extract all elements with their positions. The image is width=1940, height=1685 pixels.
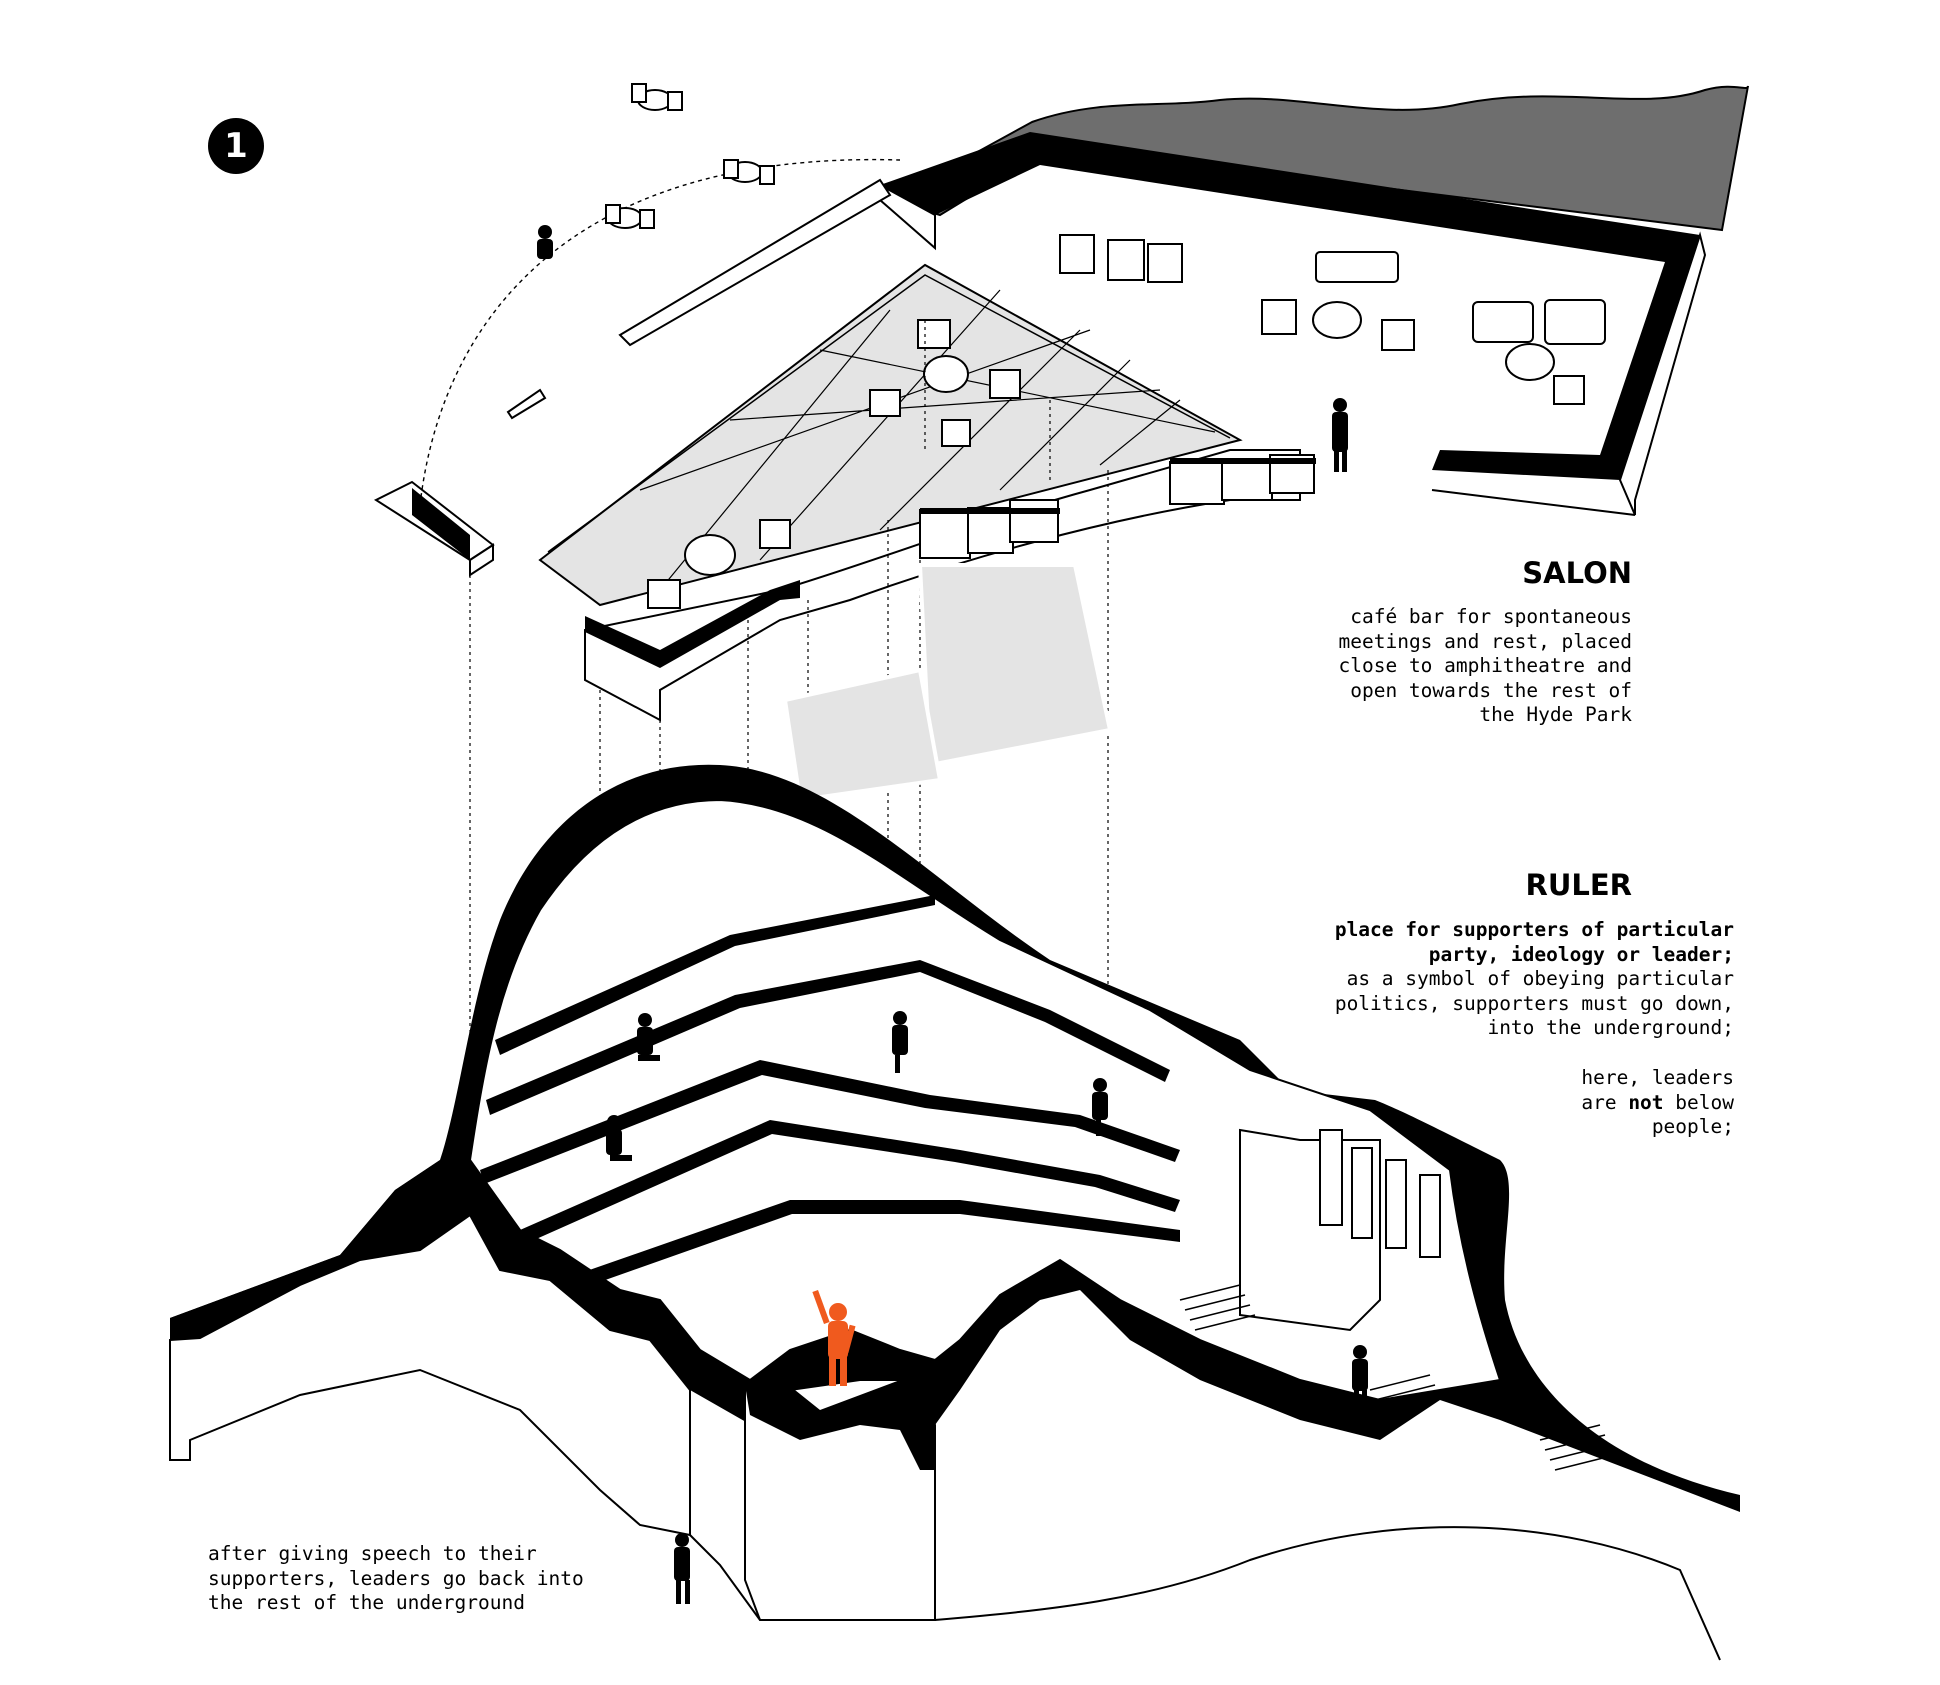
salon-title: SALON [1522, 556, 1632, 590]
armchair [759, 519, 791, 549]
armchair [1147, 243, 1183, 283]
person-seated [606, 1115, 632, 1161]
leaders-note: after giving speech to their supporters,… [208, 1542, 584, 1614]
lounge-table [923, 355, 969, 393]
ramp-lower [506, 388, 547, 420]
ramp-upper [618, 178, 892, 347]
lounge-table [1312, 301, 1362, 339]
leader-figure [812, 1289, 856, 1386]
person-seated [892, 1011, 908, 1073]
parapet-benches [919, 454, 1315, 559]
ruler-level [169, 764, 1740, 1661]
sofa [1315, 251, 1399, 283]
person-seated [1092, 1078, 1108, 1136]
ruler-description-body: as a symbol of obeying particular politi… [1334, 967, 1734, 1039]
ruler-title: RULER [1525, 868, 1633, 902]
ruler-description-emphasis: place for supporters of particular party… [1334, 918, 1734, 966]
cafe-chair [723, 159, 739, 179]
plinth-black [412, 488, 470, 560]
person-walking [1352, 1345, 1368, 1412]
armchair [1381, 319, 1415, 351]
armchair [1261, 299, 1297, 335]
ruler-note-end: below people; [1651, 1090, 1734, 1139]
ruler-note: here, leaders are not below people; [1581, 1066, 1734, 1140]
salon-wall-bottom [1431, 489, 1636, 516]
terrain-outline [689, 1526, 1721, 1661]
armchair [941, 419, 971, 447]
armchair [869, 389, 901, 417]
salon-level [373, 85, 1749, 722]
section-number-marker: 1 [208, 118, 264, 174]
section-cut-walls [169, 1128, 1381, 1621]
coffee-table [1107, 239, 1145, 281]
sofa [1544, 299, 1606, 345]
lounge-table [684, 534, 736, 576]
bench-black-top [920, 508, 1060, 514]
stairs [1179, 1284, 1616, 1471]
terrain-roof [887, 85, 1749, 232]
salon-outer-wall [880, 132, 1700, 480]
person-seated [537, 225, 553, 259]
lounge-table [1505, 343, 1555, 381]
cafe-chair [639, 209, 655, 229]
armchair [1059, 234, 1095, 274]
cafe-chair [667, 91, 683, 111]
person-seated [637, 1013, 660, 1061]
cafe-chair [605, 204, 621, 224]
section-slab-left [170, 1160, 470, 1340]
parapet-black-band [585, 580, 800, 668]
armchair [989, 369, 1021, 399]
ruler-description: place for supporters of particular party… [1335, 918, 1734, 1041]
bench-black-top-2 [1170, 458, 1316, 464]
cafe-chair [759, 165, 775, 185]
salon-description: café bar for spontaneous meetings and re… [1338, 605, 1633, 726]
ruler-note-start: here, leaders are [1581, 1066, 1734, 1114]
canopy-frame [547, 274, 1231, 553]
armchair [917, 319, 951, 349]
sofa [1472, 301, 1534, 343]
partition-doors [1319, 1129, 1441, 1258]
section-slab-mid [745, 1370, 935, 1470]
person-leaving [674, 1533, 690, 1604]
plinth-side [469, 543, 494, 577]
people [537, 225, 1368, 1604]
person-standing [1332, 398, 1348, 472]
ruler-note-emphasis: not [1628, 1090, 1664, 1114]
salon-furniture [605, 83, 1606, 609]
cafe-chair [631, 83, 647, 103]
armchair [647, 579, 681, 609]
armchair [1553, 375, 1585, 405]
